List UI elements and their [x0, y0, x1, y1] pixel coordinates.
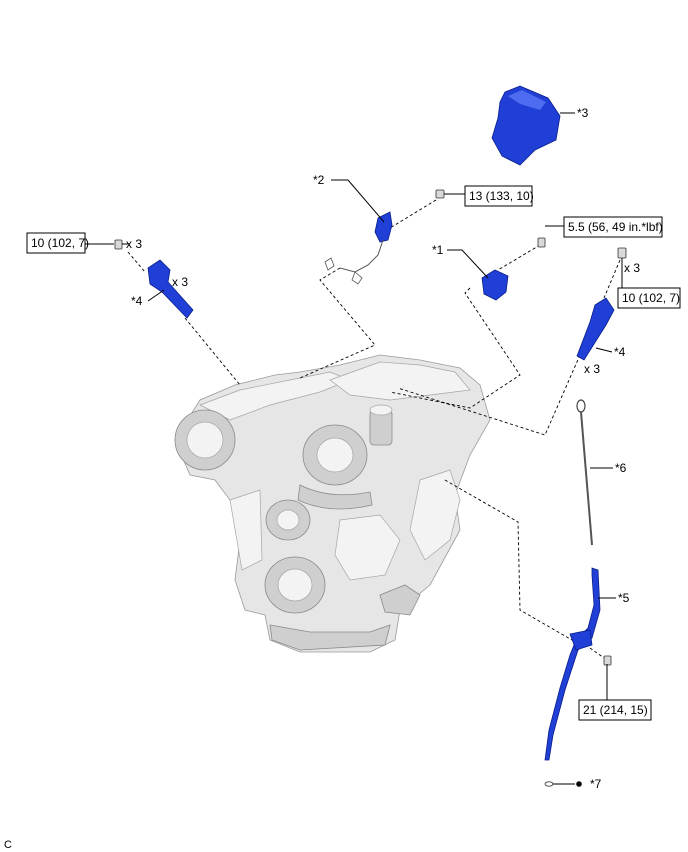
- callout-4-right: *4: [614, 345, 626, 359]
- torque-box-left: 10 (102, 7): [26, 232, 89, 254]
- callout-1: *1: [432, 243, 444, 257]
- engine-assembly: [174, 354, 491, 653]
- torque-right-text: 10 (102, 7): [622, 291, 680, 305]
- assembly-guide-lines: [127, 199, 621, 659]
- callout-5: *5: [618, 591, 630, 605]
- clamp-part: [481, 237, 546, 301]
- leader-lines: [84, 112, 623, 785]
- dipstick-guide-part: [544, 567, 612, 761]
- guide-bolt-icon: [603, 655, 612, 666]
- torque-box-clamp: 5.5 (56, 49 in.*lbf): [563, 216, 663, 238]
- torque-guide-text: 21 (214, 15): [583, 703, 648, 717]
- torque-clamp-text: 5.5 (56, 49 in.*lbf): [568, 220, 663, 234]
- callout-6: *6: [615, 461, 627, 475]
- callout-7: *7: [590, 777, 602, 791]
- bracket-part: [324, 189, 445, 285]
- torque-box-bracket: 13 (133, 10): [464, 185, 534, 207]
- qty-right-coil: x 3: [584, 362, 600, 376]
- callout-3: *3: [577, 106, 589, 120]
- callout-2: *2: [313, 173, 325, 187]
- left-ignition-coil-part: [114, 239, 194, 319]
- oil-level-dipstick-part: [576, 399, 593, 546]
- o-ring-part: [544, 781, 554, 787]
- engine-cover-part: [491, 85, 561, 166]
- left-bolt-icon: [114, 239, 123, 250]
- right-ignition-coil-part: [576, 247, 627, 361]
- torque-box-right: 10 (102, 7): [617, 287, 681, 309]
- o-ring-bullet-icon: [576, 781, 582, 787]
- callout-4-left: *4: [131, 294, 143, 308]
- torque-bracket-text: 13 (133, 10): [469, 189, 534, 203]
- qty-right-bolt: x 3: [624, 261, 640, 275]
- qty-left-bolt: x 3: [126, 237, 142, 251]
- clamp-bolt-icon: [537, 237, 546, 248]
- qty-left-coil: x 3: [172, 275, 188, 289]
- torque-left-text: 10 (102, 7): [31, 236, 89, 250]
- figure-code: C: [4, 839, 12, 851]
- bracket-bolt-icon: [435, 189, 445, 199]
- right-bolt-icon: [617, 247, 627, 259]
- torque-box-guide: 21 (214, 15): [578, 699, 652, 721]
